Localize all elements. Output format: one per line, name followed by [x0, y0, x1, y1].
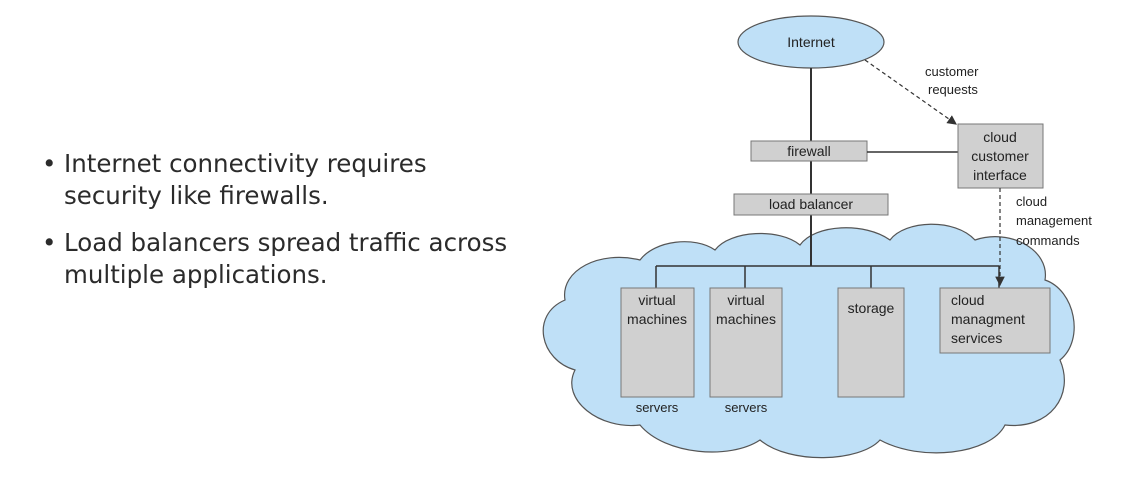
servers-label-2: servers: [725, 400, 768, 415]
vm2-label-2: machines: [716, 311, 776, 327]
virtual-machines-box-1: [620, 287, 695, 398]
vm1-label-2: machines: [627, 311, 687, 327]
virtual-machines-box-2: [709, 287, 783, 398]
firewall-box: [750, 140, 868, 162]
management-commands-label-2: management: [1016, 213, 1092, 228]
cloud-management-services-label-2: managment: [951, 311, 1025, 327]
servers-label-1: servers: [636, 400, 679, 415]
bullet-item: •Load balancers spread traffic across mu…: [42, 228, 508, 289]
cloud-customer-interface-label-2: customer: [971, 148, 1029, 164]
management-commands-label-1: cloud: [1016, 194, 1047, 209]
load-balancer-box: [733, 193, 889, 216]
customer-requests-label-1: customer: [925, 64, 979, 79]
customer-requests-label-2: requests: [928, 82, 978, 97]
cloud-management-services-box: [939, 287, 1051, 354]
storage-label: storage: [848, 300, 895, 316]
firewall-label: firewall: [787, 143, 831, 159]
bullet-text: Load balancers spread traffic across mul…: [64, 228, 508, 289]
storage-box: [837, 287, 905, 398]
cloud-management-services-label-1: cloud: [951, 292, 984, 308]
internet-label: Internet: [787, 34, 835, 50]
load-balancer-label: load balancer: [769, 196, 853, 212]
bullet-list: •Internet connectivity requires security…: [42, 148, 520, 306]
cloud-management-services-label-3: services: [951, 330, 1002, 346]
cloud-shape: [542, 223, 1075, 459]
cloud-customer-interface-label-3: interface: [973, 167, 1027, 183]
vm2-label-1: virtual: [727, 292, 764, 308]
management-commands-label-3: commands: [1016, 233, 1080, 248]
customer-requests-arrow: [864, 59, 957, 125]
cloud-customer-interface-box: [957, 123, 1044, 189]
cloud-customer-interface-label-1: cloud: [983, 129, 1016, 145]
vm1-label-1: virtual: [638, 292, 675, 308]
bullet-item: •Internet connectivity requires security…: [42, 149, 427, 210]
bullet-text: Internet connectivity requires security …: [64, 149, 427, 210]
